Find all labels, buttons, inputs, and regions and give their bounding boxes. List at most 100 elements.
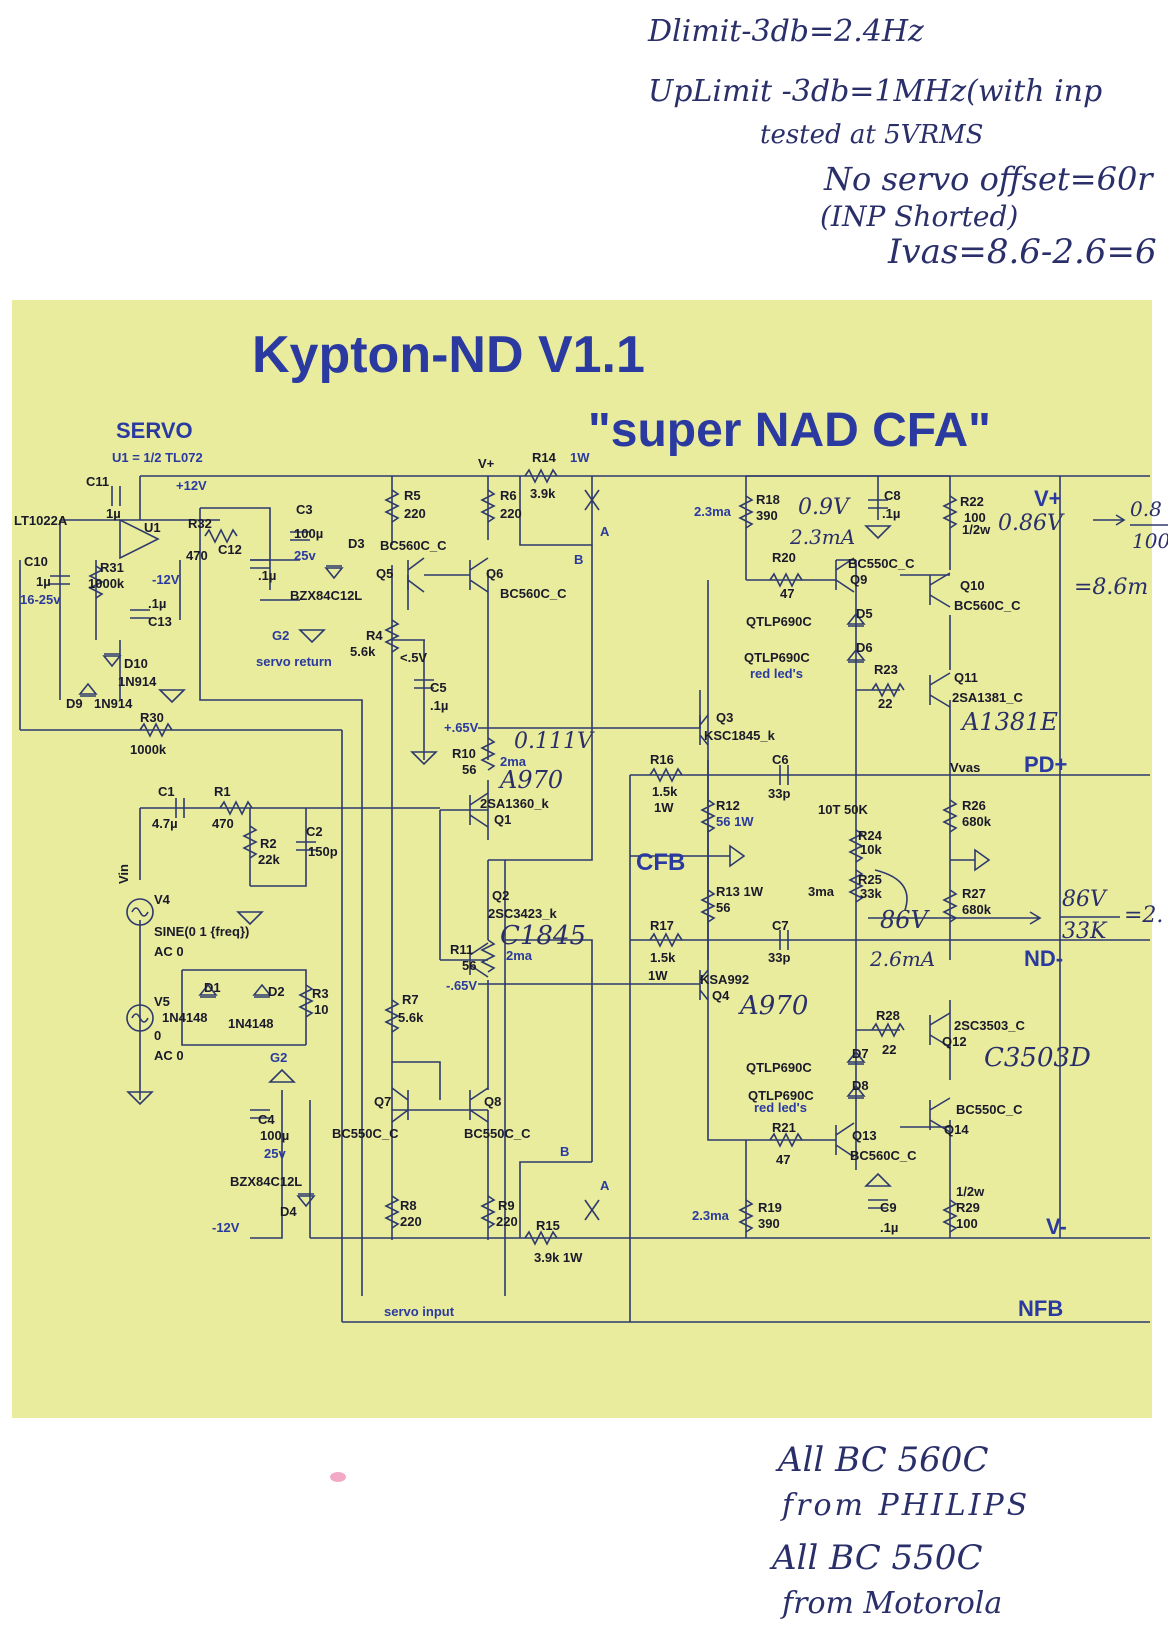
probe-r27 — [974, 848, 991, 872]
label-cfb: CFB — [636, 849, 685, 876]
label-r8v: 220 — [400, 1214, 422, 1229]
label-q5: Q5 — [376, 566, 393, 581]
label-d6: D6 — [856, 640, 873, 655]
label-v065m: -.65V — [446, 978, 477, 993]
diode-d4 — [296, 1193, 316, 1208]
label-v5: V5 — [154, 994, 170, 1009]
label-r14: R14 — [532, 450, 557, 465]
label-q10t: BC560C_C — [954, 598, 1021, 613]
label-r10: R10 — [452, 746, 476, 761]
label-q1t: 2SA1360_k — [480, 796, 549, 811]
diode-d7 — [846, 1050, 866, 1065]
label-c9: C9 — [880, 1200, 897, 1215]
ground-v5 — [126, 1091, 154, 1106]
resistor-r2 — [242, 825, 258, 859]
label-g2b: G2 — [270, 1050, 287, 1065]
label-r29w: 1/2w — [956, 1184, 985, 1199]
capacitor-c9 — [868, 1199, 888, 1209]
label-q1: Q1 — [494, 812, 511, 827]
ground-c5 — [410, 751, 438, 766]
label-redled1: red led's — [750, 666, 803, 681]
transistor-q13 — [835, 1122, 855, 1158]
ground-c9 — [864, 1172, 892, 1187]
label-r15v: 3.9k 1W — [534, 1250, 583, 1265]
label-v5z: 0 — [154, 1028, 161, 1043]
note-uplimit: UpLimit -3db=1MHz(with inp — [648, 74, 1103, 109]
components — [50, 468, 1168, 1246]
label-d1v: 1N4148 — [162, 1010, 208, 1025]
label-q13: Q13 — [852, 1128, 877, 1143]
label-r23: R23 — [874, 662, 898, 677]
label-r17: R17 — [650, 918, 674, 933]
note-v86: 86V — [880, 906, 931, 934]
schematic-sheet — [12, 300, 1152, 1418]
label-r25: R25 — [858, 872, 882, 887]
label-r27: R27 — [962, 886, 986, 901]
label-ma3: 3ma — [808, 884, 835, 899]
label-q12t: 2SC3503_C — [954, 1018, 1025, 1033]
label-ma23a: 2.3ma — [694, 504, 732, 519]
label-r32: R32 — [188, 516, 212, 531]
label-g2a: G2 — [272, 628, 289, 643]
label-q8: Q8 — [484, 1094, 501, 1109]
resistor-r7 — [384, 999, 400, 1033]
label-v05: <.5V — [400, 650, 427, 665]
label-q6: Q6 — [486, 566, 503, 581]
label-r31v: 1000k — [88, 576, 125, 591]
label-v4ac: AC 0 — [154, 944, 184, 959]
label-r8: R8 — [400, 1198, 417, 1213]
label-r1v: 470 — [212, 816, 234, 831]
label-r9v: 220 — [496, 1214, 518, 1229]
capacitor-c5 — [414, 679, 434, 689]
label-r21v: 47 — [776, 1152, 790, 1167]
label-r24: R24 — [858, 828, 883, 843]
label-c7: C7 — [772, 918, 789, 933]
label-r2: R2 — [260, 836, 277, 851]
label-lt1022a: LT1022A — [14, 513, 68, 528]
note-a1381: A1381E — [960, 708, 1058, 736]
label-v4: V4 — [154, 892, 171, 907]
label-ma23b: 2.3ma — [692, 1208, 730, 1223]
label-q9: Q9 — [850, 572, 867, 587]
note-no-servo: No servo offset=60r — [824, 160, 1153, 198]
label-ma2b: 2ma — [506, 948, 533, 963]
resistor-r31 — [88, 565, 104, 599]
resistor-r23 — [871, 682, 905, 698]
note-frac33k: 33K — [1062, 919, 1108, 944]
transistor-q5 — [407, 557, 425, 593]
label-d1: D1 — [204, 980, 221, 995]
servo-sub: U1 = 1/2 TL072 — [112, 450, 203, 465]
label-r11v: 56 — [462, 958, 476, 973]
capacitor-c1 — [175, 798, 185, 818]
label-c4vv: 25v — [264, 1146, 286, 1161]
label-q10: Q10 — [960, 578, 985, 593]
ground-r2 — [236, 911, 264, 926]
label-c8v: .1µ — [882, 506, 900, 521]
label-r4: R4 — [366, 628, 383, 643]
note-eq2: =2. — [1124, 903, 1163, 928]
note-tested: tested at 5VRMS — [760, 120, 984, 150]
resistor-r22 — [942, 495, 958, 529]
transistor-q2 — [469, 942, 489, 978]
label-c1: C1 — [158, 784, 175, 799]
label-r28: R28 — [876, 1008, 900, 1023]
label-q7: Q7 — [374, 1094, 391, 1109]
diode-d1 — [198, 983, 218, 998]
label-c4: C4 — [258, 1112, 275, 1127]
label-b-top: B — [574, 552, 583, 567]
label-q11t: 2SA1381_C — [952, 690, 1023, 705]
label-r13: R13 1W — [716, 884, 764, 899]
label-vminus: V- — [1046, 1214, 1067, 1239]
label-q3t: KSC1845_k — [704, 728, 776, 743]
label-vplus2: V+ — [1034, 486, 1062, 511]
label-qtl3: QTLP690C — [746, 1060, 812, 1075]
label-r2v: 22k — [258, 852, 280, 867]
ground-servo — [158, 689, 186, 704]
resistor-r13 — [700, 889, 716, 923]
label-q11: Q11 — [954, 670, 978, 685]
label-r12v: 56 1W — [716, 814, 754, 829]
label-r1: R1 — [214, 784, 231, 799]
note-bc550c: All BC 550C — [772, 1538, 983, 1578]
note-motorola: from Motorola — [782, 1586, 1003, 1621]
